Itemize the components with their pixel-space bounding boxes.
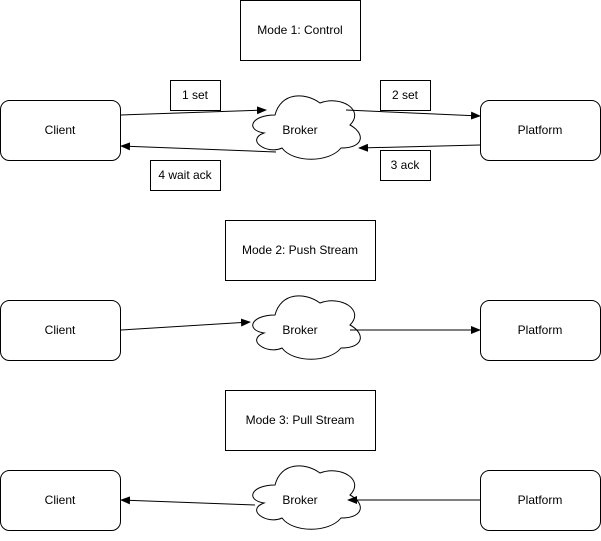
mode1-step3-label: 3 ack [391,158,421,172]
mode1-platform-node: Platform [480,100,601,161]
mode1-broker-label: Broker [282,123,317,137]
mode1-title: Mode 1: Control [257,23,342,37]
mode1-group: Mode 1: Control Client Broker Platform 1… [0,0,601,191]
mode1-step1-box: 1 set [170,80,221,111]
mode3-client-label: Client [45,493,76,507]
mode1-broker-cloud: Broker [252,95,361,160]
mode3-title-box: Mode 3: Pull Stream [225,390,376,451]
mode3-broker-label: Broker [282,493,317,507]
mode3-platform-node: Platform [480,470,601,531]
mode3-arrow-broker-to-client [120,496,256,506]
mode1-arrow-broker-to-client [120,142,277,153]
mode2-platform-node: Platform [480,300,601,361]
mode3-group: Mode 3: Pull Stream Client Broker Platfo… [0,390,601,531]
mode2-broker-label: Broker [282,323,317,337]
mode1-arrow-client-to-broker [120,106,267,116]
mode1-step1-label: 1 set [182,88,209,102]
mode2-client-label: Client [45,323,76,337]
mode2-arrow-client-to-broker [120,318,251,331]
mode1-step3-box: 3 ack [380,150,431,181]
mode2-group: Mode 2: Push Stream Client Broker Platfo… [0,220,601,361]
mode2-title-box: Mode 2: Push Stream [225,220,376,281]
mode1-title-box: Mode 1: Control [240,0,361,61]
mode3-client-node: Client [0,470,121,531]
mode1-client-label: Client [45,123,76,137]
mode1-platform-label: Platform [518,123,563,137]
mode1-step4-box: 4 wait ack [150,160,221,191]
mode1-step2-box: 2 set [380,80,431,111]
mode2-title: Mode 2: Push Stream [242,243,358,257]
mode1-step2-label: 2 set [392,88,419,102]
mode2-client-node: Client [0,300,121,361]
mode1-arrow-broker-to-platform [345,109,481,120]
mode3-platform-label: Platform [518,493,563,507]
mode1-client-node: Client [0,100,121,161]
mode3-broker-cloud: Broker [252,465,361,530]
mode1-arrow-platform-to-broker [358,143,481,152]
mode2-platform-label: Platform [518,323,563,337]
mode2-broker-cloud: Broker [252,295,361,360]
mode1-step4-label: 4 wait ack [158,168,212,182]
mode3-title: Mode 3: Pull Stream [246,413,355,427]
